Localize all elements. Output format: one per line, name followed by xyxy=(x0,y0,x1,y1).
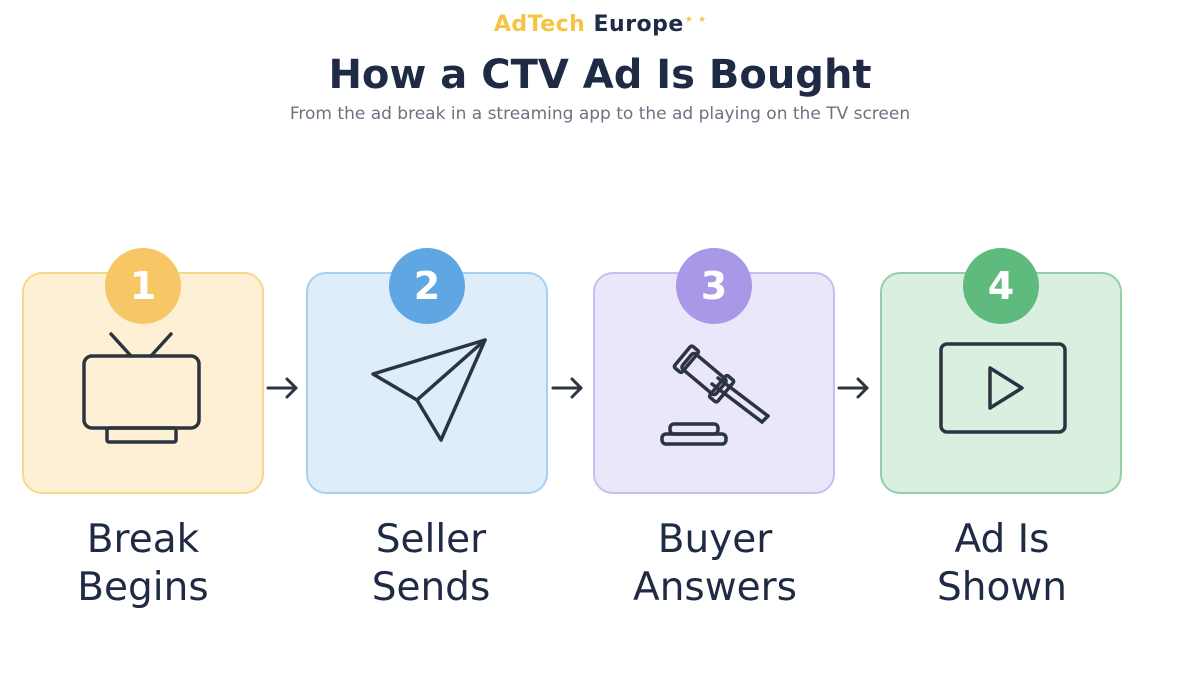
step-number-badge-2: 2 xyxy=(389,248,465,324)
stars-icon: ★ ★ xyxy=(684,15,708,25)
step-number-badge-4: 4 xyxy=(963,248,1039,324)
play-screen-icon xyxy=(939,342,1067,434)
step-label-2: Seller Sends xyxy=(301,516,561,612)
page-title: How a CTV Ad Is Bought xyxy=(328,52,872,98)
step-number-badge-1: 1 xyxy=(105,248,181,324)
brand-logo: AdTech Europe★ ★ xyxy=(0,12,1200,37)
step-label-4-line-2: Shown xyxy=(937,565,1067,610)
tv-icon xyxy=(82,332,201,444)
arrow-right-icon xyxy=(266,377,298,399)
step-label-3: Buyer Answers xyxy=(585,516,845,612)
arrow-right-icon xyxy=(551,377,583,399)
paper-plane-icon xyxy=(371,338,487,442)
brand-part-1: AdTech xyxy=(493,12,586,37)
arrow-right-icon xyxy=(837,377,869,399)
step-label-2-line-2: Sends xyxy=(371,565,491,610)
step-label-3-line-2: Answers xyxy=(633,565,797,610)
brand-part-2: Europe xyxy=(593,12,684,37)
step-label-1-line-2: Begins xyxy=(77,565,209,610)
step-number-badge-3: 3 xyxy=(676,248,752,324)
step-label-2-line-1: Seller xyxy=(375,517,487,562)
step-label-1-line-1: Break xyxy=(86,517,200,562)
page-subtitle: From the ad break in a streaming app to … xyxy=(289,104,911,124)
step-label-1: Break Begins xyxy=(13,516,273,612)
step-label-4: Ad Is Shown xyxy=(872,516,1132,612)
gavel-icon xyxy=(660,344,770,446)
step-label-3-line-1: Buyer xyxy=(657,517,773,562)
step-label-4-line-1: Ad Is xyxy=(954,517,1050,562)
